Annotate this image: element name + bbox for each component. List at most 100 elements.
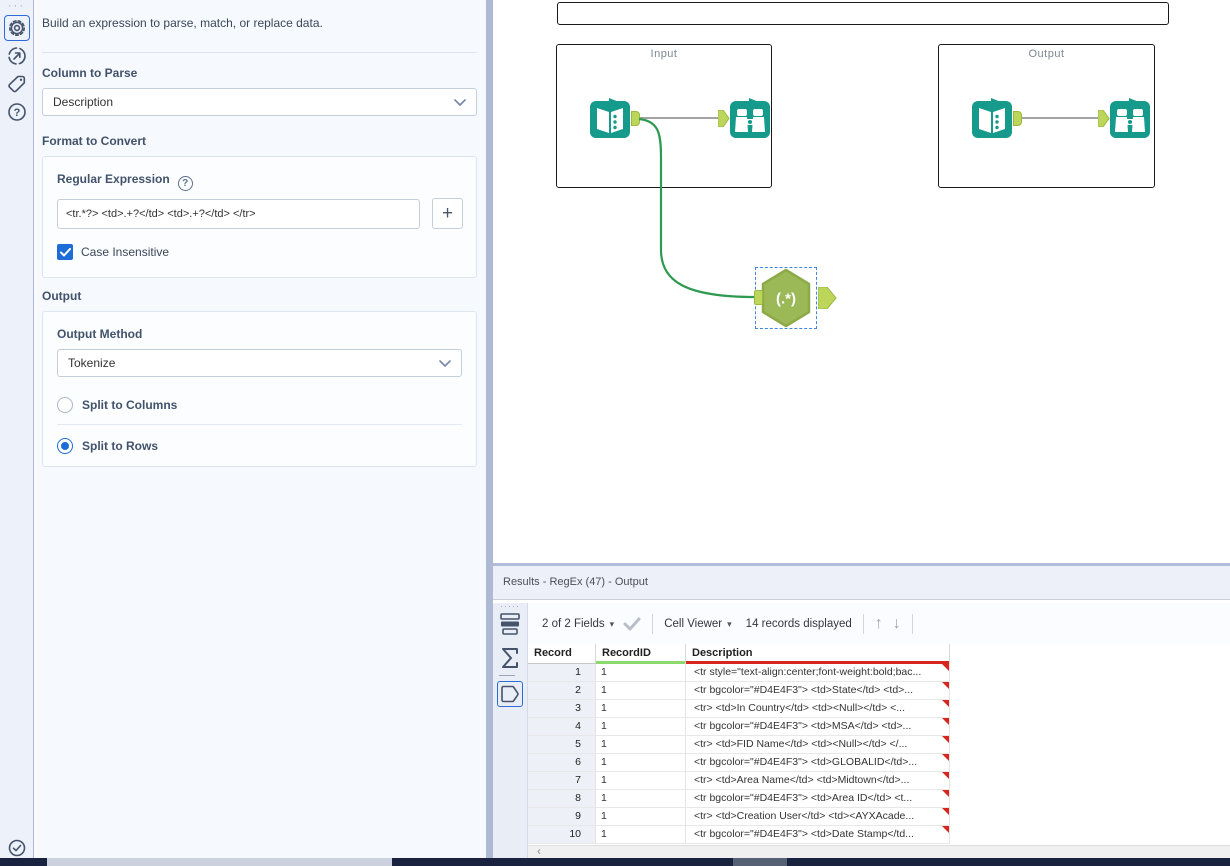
input-container[interactable]: Input [556,44,772,188]
split-to-rows-option[interactable]: Split to Rows [57,438,158,454]
apply-button[interactable] [4,835,30,861]
recordid-cell[interactable]: 1 [596,682,686,700]
panel-drag-handle[interactable]: ····· [500,601,520,611]
record-cell[interactable]: 9 [528,808,596,826]
regex-help-icon[interactable]: ? [177,176,193,191]
description-cell[interactable]: <tr bgcolor="#D4E4F3"> <td>MSA</td> <td>… [686,718,950,736]
column-header-record[interactable]: Record [528,644,596,664]
workflow-canvas[interactable]: Input [493,0,1230,563]
connection-input-to-browse[interactable] [1022,117,1098,119]
output-method-value: Tokenize [68,356,116,370]
scrollbar-thumb[interactable] [733,858,787,866]
help-tab-button[interactable]: ? [4,99,30,125]
record-cell[interactable]: 3 [528,700,596,718]
horizontal-scrollbar[interactable]: ‹ [528,845,1230,858]
record-cell[interactable]: 1 [528,664,596,682]
format-to-convert-label: Format to Convert [42,134,147,148]
input-data-tool[interactable] [971,97,1013,139]
case-insensitive-label: Case Insensitive [81,245,170,259]
record-cell[interactable]: 10 [528,826,596,844]
recordid-cell[interactable]: 1 [596,808,686,826]
arrow-up-icon[interactable]: ↑ [874,614,883,632]
record-cell[interactable]: 7 [528,772,596,790]
browse-tool[interactable] [729,97,771,139]
description-cell[interactable]: <tr bgcolor="#D4E4F3"> <td>GLOBALID</td>… [686,754,950,772]
output-container[interactable]: Output [938,44,1155,188]
record-cell[interactable]: 2 [528,682,596,700]
panel-splitter[interactable] [486,0,493,858]
results-panel: Results - RegEx (47) - Output ····· [493,563,1230,858]
data-view-button[interactable] [497,681,523,707]
recordid-cell[interactable]: 1 [596,754,686,772]
description-cell[interactable]: <tr bgcolor="#D4E4F3"> <td>State</td> <t… [686,682,950,700]
results-icon-strip: ····· [493,601,528,858]
navigation-tab-button[interactable] [4,43,30,69]
regular-expression-input[interactable] [57,199,420,229]
recordid-cell[interactable]: 1 [596,700,686,718]
fields-dropdown[interactable]: 2 of 2 Fields [542,617,605,630]
recordid-cell[interactable]: 1 [596,736,686,754]
case-insensitive-checkbox[interactable] [57,244,73,260]
recordid-cell[interactable]: 1 [596,718,686,736]
input-anchor[interactable] [1098,110,1110,127]
regular-expression-label: Regular Expression? [57,172,193,191]
input-anchor[interactable] [754,290,763,305]
connection-input-to-browse[interactable] [640,117,718,119]
recordid-cell[interactable]: 1 [596,790,686,808]
table-view-button[interactable] [497,611,523,637]
configuration-tab-button[interactable] [4,15,30,41]
bottom-scrollbar-track[interactable] [0,858,1230,866]
output-anchor[interactable] [818,287,837,309]
description-cell[interactable]: <tr bgcolor="#D4E4F3"> <td>Date Stamp</t… [686,826,950,844]
split-to-rows-label: Split to Rows [82,439,158,453]
recordid-cell[interactable]: 1 [596,664,686,682]
description-cell[interactable]: <tr> <td>FID Name</td> <td><Null></td> <… [686,736,950,754]
partial-container-top[interactable] [557,2,1169,25]
browse-tool[interactable] [1109,97,1151,139]
record-cell[interactable]: 5 [528,736,596,754]
output-anchor[interactable] [631,111,640,126]
description-cell[interactable]: <tr style="text-align:center;font-weight… [686,664,950,682]
apply-check-icon[interactable] [623,617,641,631]
regex-tool-node[interactable]: (.*) [754,267,837,329]
record-cell[interactable]: 6 [528,754,596,772]
input-data-tool[interactable] [589,97,631,139]
output-anchor[interactable] [1013,111,1022,126]
annotation-tab-button[interactable] [4,71,30,97]
description-cell[interactable]: <tr> <td>Creation User</td> <td><AYXAcad… [686,808,950,826]
divider [652,613,654,634]
scrollbar-thumb[interactable] [47,858,392,866]
output-method-select[interactable]: Tokenize [57,349,462,377]
format-to-convert-group: Regular Expression? + Case Insensitive [42,156,477,278]
panel-drag-handle[interactable]: ··· [8,0,25,12]
description-cell[interactable]: <tr bgcolor="#D4E4F3"> <td>Area ID</td> … [686,790,950,808]
record-cell[interactable]: 4 [528,718,596,736]
scroll-left-icon[interactable]: ‹ [537,844,541,858]
recordid-cell[interactable]: 1 [596,772,686,790]
record-cell[interactable]: 8 [528,790,596,808]
column-header-recordid[interactable]: RecordID [596,644,686,664]
cell-viewer-dropdown[interactable]: Cell Viewer [664,617,723,630]
gear-icon [9,20,25,36]
split-to-columns-option[interactable]: Split to Columns [57,397,177,413]
description-cell[interactable]: <tr> <td>In Country</td> <td><Null></td>… [686,700,950,718]
column-to-parse-select[interactable]: Description [42,88,477,116]
description-cell[interactable]: <tr> <td>Area Name</td> <td>Midtown</td>… [686,772,950,790]
browse-binoculars-icon [1110,98,1150,138]
arrow-down-icon[interactable]: ↓ [892,614,901,632]
column-header-description[interactable]: Description [686,644,950,664]
add-expression-button[interactable]: + [432,198,463,229]
recordid-cell[interactable]: 1 [596,826,686,844]
metadata-view-button[interactable] [497,645,523,671]
